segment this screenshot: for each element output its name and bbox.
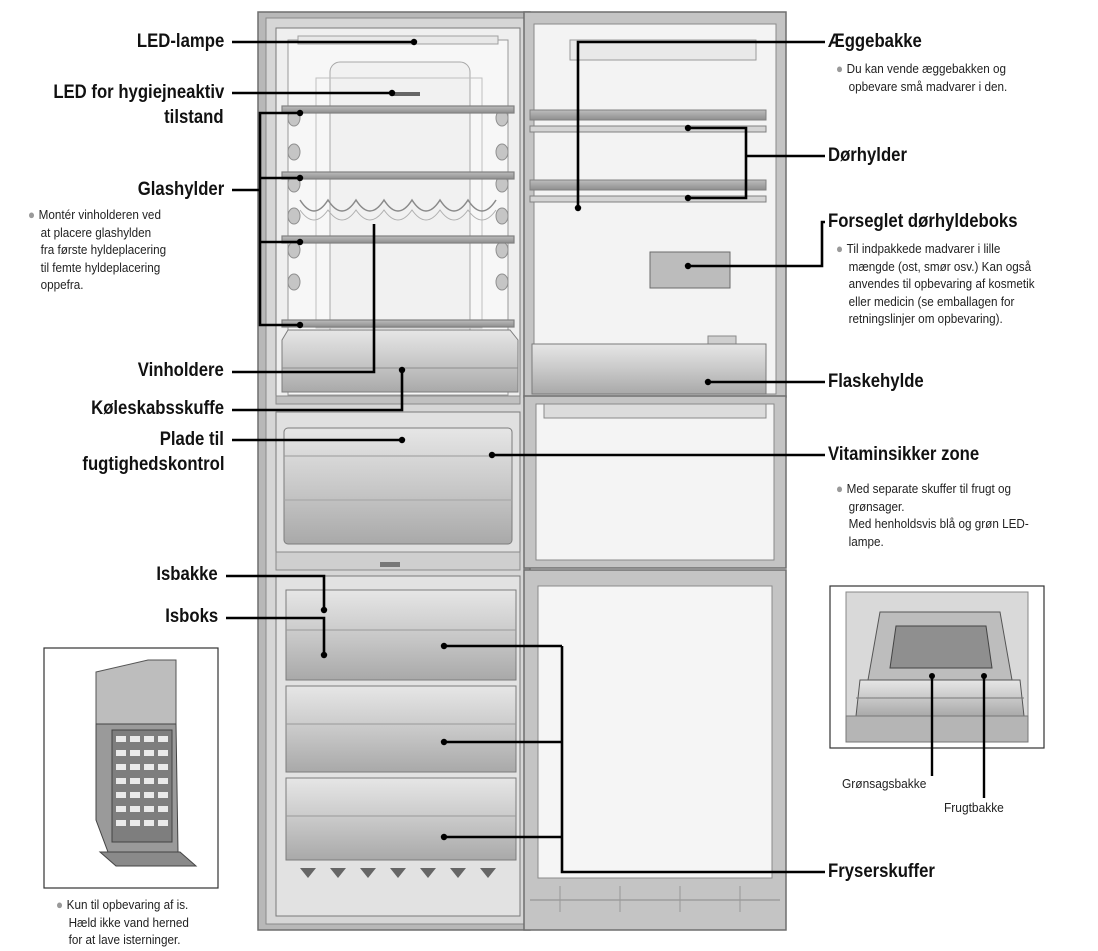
label-vinholdere: Vinholdere <box>137 360 224 381</box>
note-aeggebakke: ●Du kan vende æggebakken og opbevare små… <box>836 60 1007 95</box>
label-plade-line2: fugtighedskontrol <box>81 454 224 475</box>
label-dorhylder: Dørhylder <box>828 145 907 166</box>
label-led-hygiejne-line2: tilstand <box>164 107 224 128</box>
label-koleskabsskuffe: Køleskabsskuffe <box>91 398 224 419</box>
ice-box-inset <box>43 647 219 889</box>
note-line: mængde (ost, smør osv.) Kan også <box>848 258 1032 274</box>
bullet-icon: ● <box>28 207 36 222</box>
label-isbakke: Isbakke <box>156 564 218 585</box>
bullet-icon: ● <box>836 241 844 256</box>
label-gronsagsbakke: Grønsagsbakke <box>842 776 927 791</box>
label-vitaminsikker-zone: Vitaminsikker zone <box>828 444 980 465</box>
note-line: Med separate skuffer til frugt og <box>846 481 1011 496</box>
humidity-drawer <box>275 411 521 571</box>
bullet-icon: ● <box>836 61 844 76</box>
note-line: eller medicin (se emballagen for <box>848 293 1015 309</box>
bullet-icon: ● <box>56 897 64 912</box>
note-line: Montér vinholderen ved <box>38 207 161 222</box>
label-led-lampe: LED-lampe <box>136 31 224 52</box>
note-glashylder: ●Montér vinholderen ved at placere glash… <box>28 206 166 294</box>
label-aeggebakke: Æggebakke <box>828 31 922 52</box>
note-isboks: ●Kun til opbevaring af is. Hæld ikke van… <box>56 896 189 949</box>
leader-lines <box>226 40 825 874</box>
label-fryserskuffer: Fryserskuffer <box>828 861 935 882</box>
fridge-door <box>523 11 787 398</box>
label-flaskehylde: Flaskehylde <box>828 371 924 392</box>
inset-leaders <box>930 676 986 798</box>
note-forseglet: ●Til indpakkede madvarer i lille mængde … <box>836 240 1035 328</box>
label-plade-line1: Plade til <box>159 429 224 450</box>
label-led-hygiejne-line1: LED for hygiejneaktiv <box>53 82 224 103</box>
note-line: for at lave isterninger. <box>68 932 181 947</box>
note-line: Hæld ikke vand herned <box>68 914 189 930</box>
note-line: grønsager. <box>848 498 905 514</box>
note-line: opbevare små madvarer i den. <box>848 78 1008 94</box>
note-line: Til indpakkede madvarer i lille <box>846 241 1001 256</box>
freezer-compartment <box>275 575 521 917</box>
label-forseglet-dorhyldeboks: Forseglet dørhyldeboks <box>828 211 1018 232</box>
note-line: anvendes til opbevaring af kosmetik <box>848 276 1035 291</box>
note-line: til femte hyldeplacering <box>40 259 161 275</box>
fridge-compartment <box>275 27 521 405</box>
label-isboks: Isboks <box>165 606 218 627</box>
vitamin-door <box>523 395 787 569</box>
note-line: lampe. <box>848 533 884 549</box>
bullet-icon: ● <box>836 481 844 496</box>
freezer-door <box>523 569 787 931</box>
note-line: Kun til opbevaring af is. <box>66 897 189 912</box>
note-line: at placere glashylden <box>40 224 152 240</box>
note-line: oppefra. <box>40 277 84 292</box>
vitamin-drawer-inset <box>829 585 1045 749</box>
note-line: retningslinjer om opbevaring). <box>848 311 1003 326</box>
label-glashylder: Glashylder <box>137 179 224 200</box>
leader-dots <box>296 38 712 841</box>
note-vitaminsikker: ●Med separate skuffer til frugt og grøns… <box>836 480 1029 550</box>
label-frugtbakke: Frugtbakke <box>944 800 1004 815</box>
note-line: Du kan vende æggebakken og <box>846 61 1007 76</box>
note-line: fra første hyldeplacering <box>40 242 167 257</box>
note-line: Med henholdsvis blå og grøn LED- <box>848 516 1029 531</box>
